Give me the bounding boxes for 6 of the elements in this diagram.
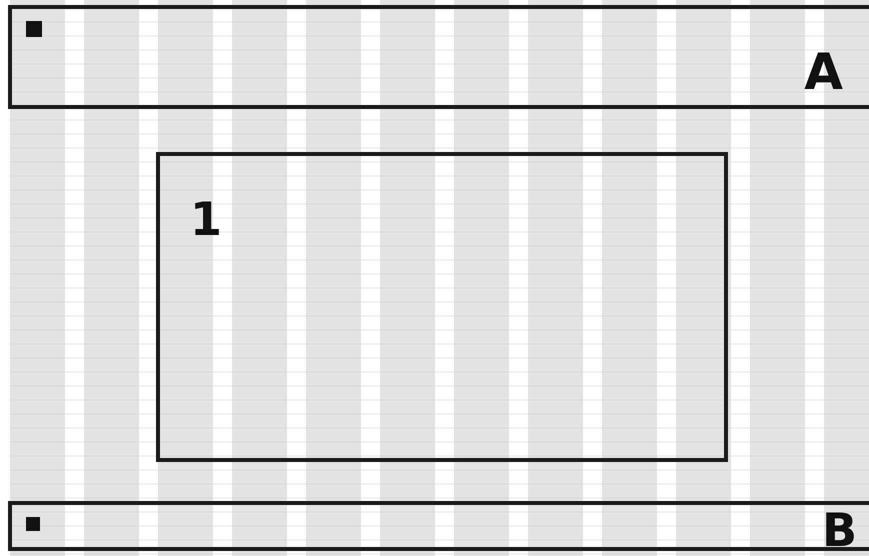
footer-band — [8, 501, 869, 551]
region-label: 1 — [190, 196, 222, 242]
region-label: B — [822, 507, 857, 553]
region-label: A — [804, 47, 843, 97]
header-band — [8, 5, 869, 109]
content-area — [156, 152, 728, 462]
